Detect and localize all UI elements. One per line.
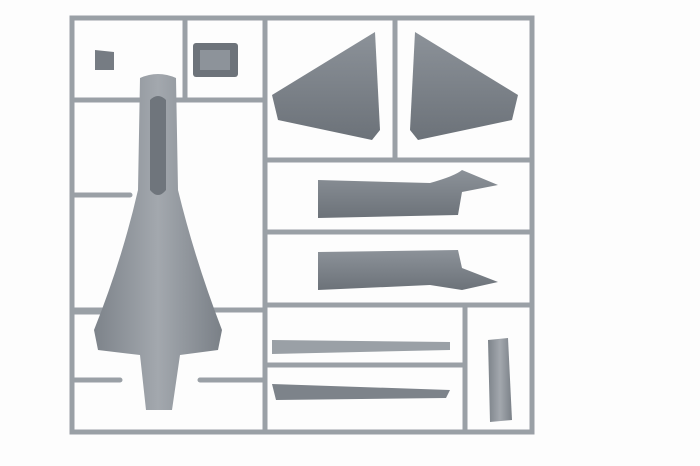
fin-part [488,338,512,422]
intake-upper [318,170,498,218]
cockpit-tub [193,43,238,77]
fuselage-part [94,74,222,410]
wing-left [272,32,380,140]
nose-part [95,50,114,70]
tailplane-strips [272,340,450,400]
intake-lower [318,250,498,290]
wing-right [410,32,518,140]
